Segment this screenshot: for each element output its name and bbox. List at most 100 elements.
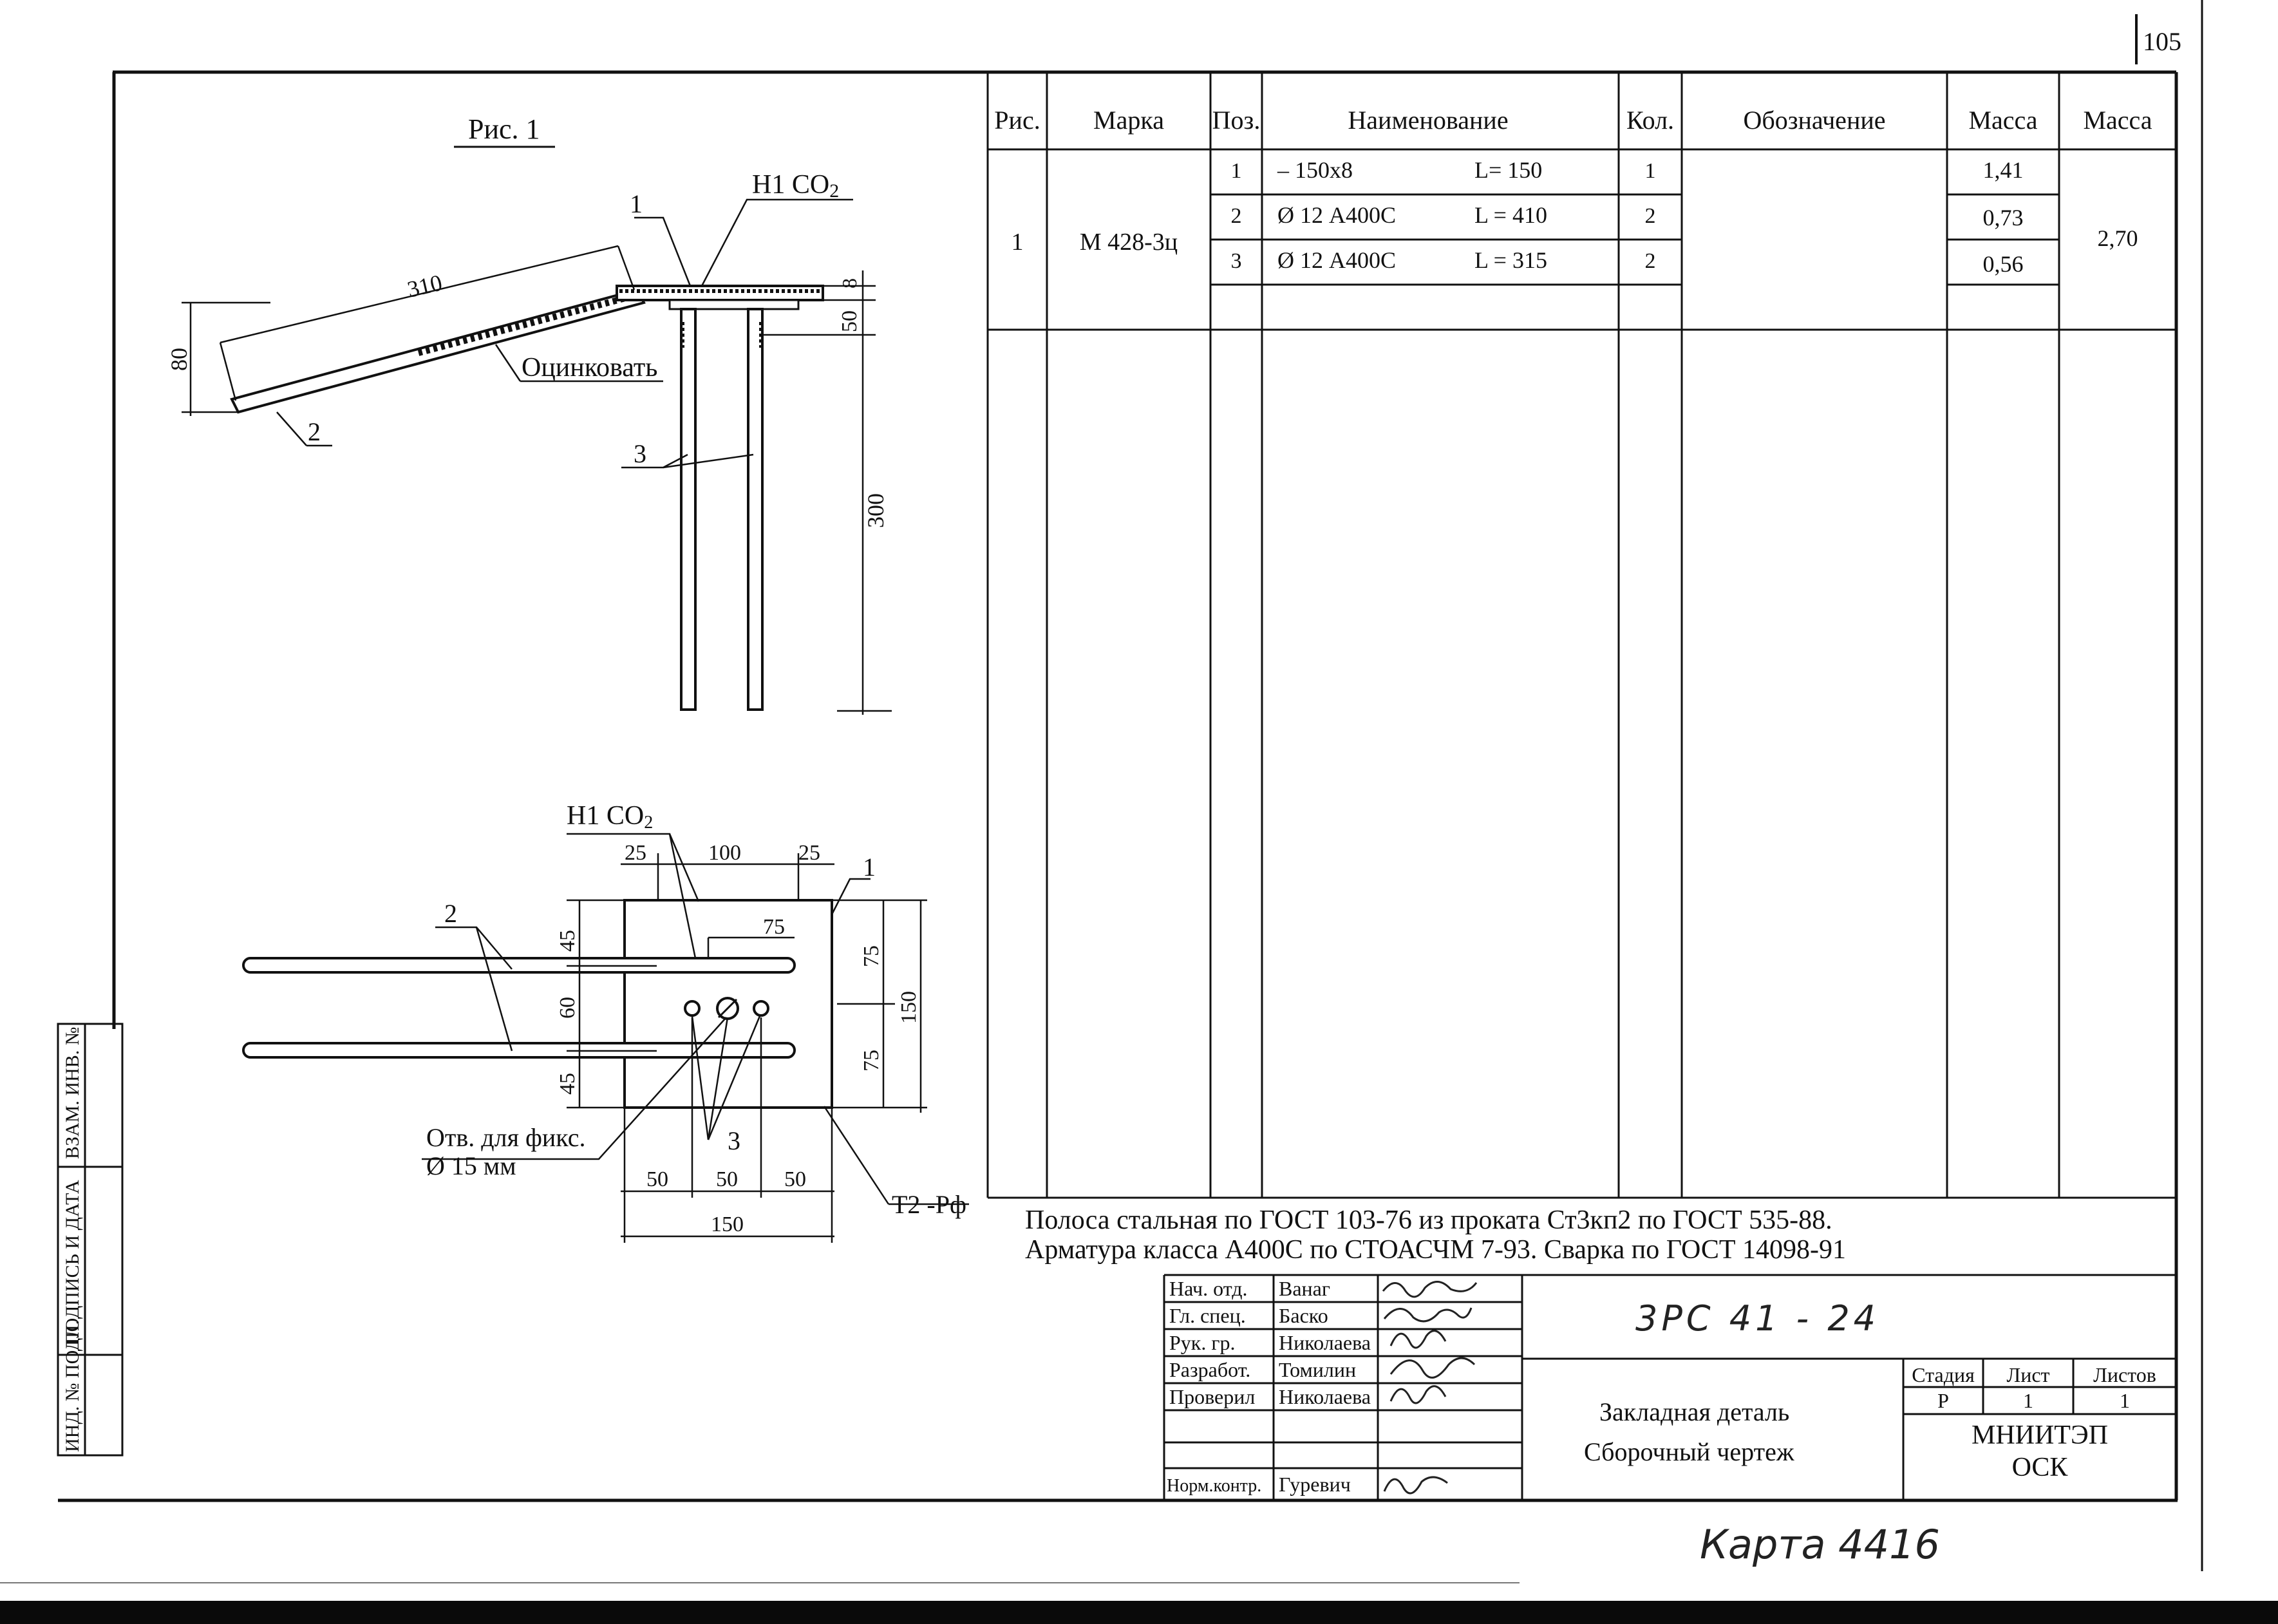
spec-row-3-pos: 3 [1231, 249, 1242, 273]
spec-row-3-length: L = 315 [1474, 247, 1547, 273]
elevation-dimensions [182, 198, 892, 715]
title-line-1: Закладная деталь [1599, 1397, 1789, 1426]
spec-row-1-qty: 1 [1645, 159, 1656, 183]
plan-dim-45b: 45 [556, 1073, 579, 1095]
name-2: Баско [1279, 1304, 1328, 1327]
signatures [1382, 1281, 1478, 1495]
stage-header: Стадия [1912, 1363, 1975, 1386]
plan-dim-50b: 50 [716, 1167, 738, 1191]
title-block-grid [1163, 1274, 2176, 1500]
plan-dim-75a: 75 [860, 945, 883, 967]
pos-3-label: 3 [634, 439, 646, 468]
plan-dim-45a: 45 [556, 930, 579, 952]
sheet-value: 1 [2023, 1389, 2033, 1412]
plan-pos-3: 3 [728, 1126, 740, 1155]
sheets-header: Листов [2093, 1363, 2156, 1386]
role-8: Норм.контр. [1167, 1476, 1261, 1496]
anchor-left [680, 308, 697, 711]
plan-weld-label: Н1 СО2 [567, 801, 653, 833]
spec-row-2-mass: 0,73 [1983, 205, 2024, 231]
plan-dim-75-inner: 75 [763, 915, 785, 939]
spec-mark-value: М 428-3ц [1080, 229, 1178, 256]
org-line-2: ОСК [2012, 1453, 2069, 1482]
spec-row-2-pos: 2 [1231, 204, 1242, 228]
side-stamp-podpis: ПОДПИСЬ И ДАТА [62, 1180, 83, 1346]
spec-row-2-qty: 2 [1645, 204, 1656, 228]
scan-bottom-edge [0, 1601, 2278, 1624]
page-number: 105 [2143, 27, 2181, 56]
dim-8: 8 [838, 278, 861, 288]
note-line-1: Полоса стальная по ГОСТ 103-76 из прокат… [1025, 1205, 1832, 1235]
dim-80: 80 [166, 348, 192, 371]
plan-dim-25a: 25 [625, 841, 646, 865]
org-line-1: МНИИТЭП [1972, 1421, 2108, 1450]
drawing-code: 3РС 41 - 24 [1635, 1298, 1879, 1339]
name-4: Томилин [1279, 1358, 1356, 1381]
spec-row-2-length: L = 410 [1474, 202, 1547, 228]
plan-dim-150-v: 150 [897, 991, 921, 1024]
plan-view [242, 899, 833, 1109]
pos-2-label: 2 [308, 417, 321, 446]
name-8: Гуревич [1279, 1473, 1351, 1496]
plan-dim-150-h: 150 [711, 1213, 744, 1236]
spec-header-designation: Обозначение [1743, 106, 1885, 135]
spec-row-1-length: L= 150 [1474, 157, 1542, 183]
dim-310: 310 [405, 270, 445, 303]
handwritten-note: Карта 4416 [1700, 1521, 1940, 1568]
role-5: Проверил [1169, 1385, 1255, 1408]
plan-dimensions [422, 833, 969, 1243]
spec-header-name: Наименование [1348, 106, 1508, 135]
hole-label-2: Ø 15 мм [426, 1151, 516, 1180]
spec-row-3-qty: 2 [1645, 249, 1656, 273]
pos-1-label: 1 [630, 189, 643, 218]
name-3: Николаева [1279, 1331, 1371, 1354]
spec-header-mark: Марка [1093, 106, 1164, 135]
spec-header-fig: Рис. [994, 106, 1040, 135]
name-1: Ванаг [1279, 1277, 1330, 1300]
spec-header-mass-unit: Масса [1968, 106, 2037, 135]
plan-bar-top [242, 957, 796, 974]
role-1: Нач. отд. [1169, 1277, 1248, 1300]
anchor-right [747, 308, 764, 711]
figure-label: Рис. 1 [468, 113, 540, 145]
weld-label-top: Н1 СО2 [752, 170, 839, 202]
side-stamp-inv: ИНД. № ПОДЛ. [62, 1320, 83, 1452]
sheet-frame [0, 0, 2203, 1583]
weld-label-text: Н1 СО [752, 170, 829, 200]
side-stamp-vzam: ВЗАМ. ИНВ. № [62, 1027, 83, 1159]
spec-row-1-mass: 1,41 [1983, 157, 2024, 183]
plan-dim-60: 60 [556, 997, 579, 1019]
plan-dim-100: 100 [708, 841, 741, 865]
sheets-value: 1 [2120, 1389, 2130, 1412]
galvanized-hatch [417, 292, 639, 356]
plan-pos-2: 2 [444, 899, 457, 928]
spec-total-mass: 2,70 [2098, 225, 2138, 251]
plan-dim-25b: 25 [798, 841, 820, 865]
role-4: Разработ. [1169, 1358, 1250, 1381]
spec-fig-value: 1 [1012, 229, 1024, 256]
spec-row-1-name: – 150х8 [1277, 157, 1353, 183]
plan-dim-50c: 50 [784, 1167, 806, 1191]
elevation-view [230, 285, 824, 711]
hole-left [684, 1000, 701, 1017]
spec-row-3-mass: 0,56 [1983, 251, 2024, 277]
spec-row-1-pos: 1 [1231, 159, 1242, 183]
dim-300: 300 [863, 493, 889, 528]
hole-right [753, 1000, 769, 1017]
spec-row-3-name: Ø 12 А400С [1277, 247, 1396, 273]
plate-weld [668, 299, 800, 310]
spec-header-qty: Кол. [1626, 106, 1674, 135]
galvanize-label: Оцинковать [522, 353, 657, 382]
weld-t2-label: Т2 -Рф [892, 1190, 966, 1219]
weld-label-sub: 2 [829, 180, 839, 202]
stage-value: Р [1937, 1389, 1949, 1412]
spec-row-2-name: Ø 12 А400С [1277, 202, 1396, 228]
plan-bar-bottom [242, 1042, 796, 1059]
spec-table-grid [986, 72, 2176, 1199]
dim-50: 50 [838, 310, 861, 332]
role-2: Гл. спец. [1169, 1304, 1246, 1327]
spec-header-mass-total: Масса [2083, 106, 2152, 135]
plan-dim-50a: 50 [646, 1167, 668, 1191]
plan-weld-label-sub: 2 [644, 813, 653, 833]
